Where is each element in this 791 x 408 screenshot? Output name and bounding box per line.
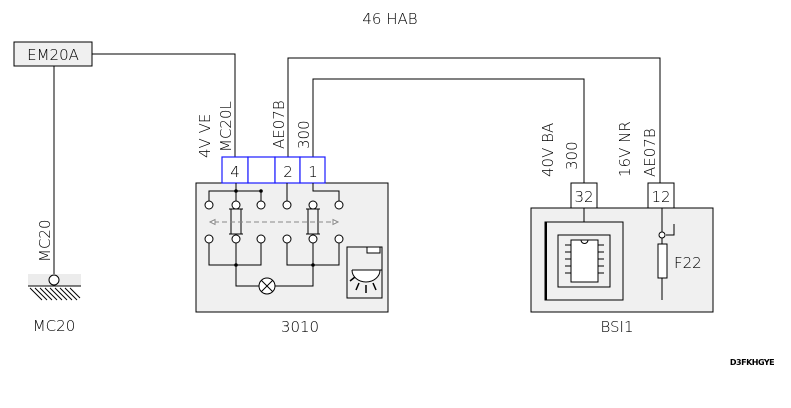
fuse-icon — [657, 208, 675, 300]
diagram-title: 46 HAB — [362, 10, 417, 28]
wire-label-ae07b-bsi: AE07B — [641, 128, 659, 177]
wire-label-mc20l: MC20L — [217, 101, 235, 152]
wire-label-300-bsi: 300 — [563, 141, 581, 170]
svg-text:EM20A: EM20A — [27, 46, 79, 64]
pin-4: 4 — [230, 163, 240, 181]
wire-label-mc20: MC20 — [36, 219, 54, 262]
em20a-connector: EM20A — [13, 41, 93, 67]
pin-32: 32 — [574, 188, 593, 206]
lamp-icon — [258, 277, 276, 295]
ecu-chip-icon — [544, 208, 624, 301]
component-3010: 4 2 1 — [195, 156, 389, 313]
wire-label-40v-ba: 40V BA — [539, 123, 557, 177]
ground-symbol — [28, 274, 81, 301]
connector-3010: 4 2 1 — [221, 156, 326, 184]
component-label-bsi1: BSI1 — [600, 318, 633, 336]
wire-label-16v-nr: 16V NR — [616, 121, 634, 177]
component-bsi1: 32 12 F22 — [530, 182, 714, 313]
light-unit-icon — [346, 246, 383, 299]
component-label-3010: 3010 — [281, 318, 319, 336]
pin-1: 1 — [308, 163, 318, 181]
diagram-code: D3FKHGYE — [730, 358, 774, 367]
wire-label-300: 300 — [295, 120, 313, 149]
pin-12: 12 — [651, 188, 670, 206]
pin-2: 2 — [283, 163, 293, 181]
wire-label-4v-ve: 4V VE — [196, 114, 214, 158]
wire-label-ae07b: AE07B — [270, 100, 288, 149]
wires — [53, 53, 661, 276]
ground-label: MC20 — [33, 317, 76, 335]
switch-circuit — [204, 183, 344, 287]
fuse-label: F22 — [674, 254, 702, 272]
